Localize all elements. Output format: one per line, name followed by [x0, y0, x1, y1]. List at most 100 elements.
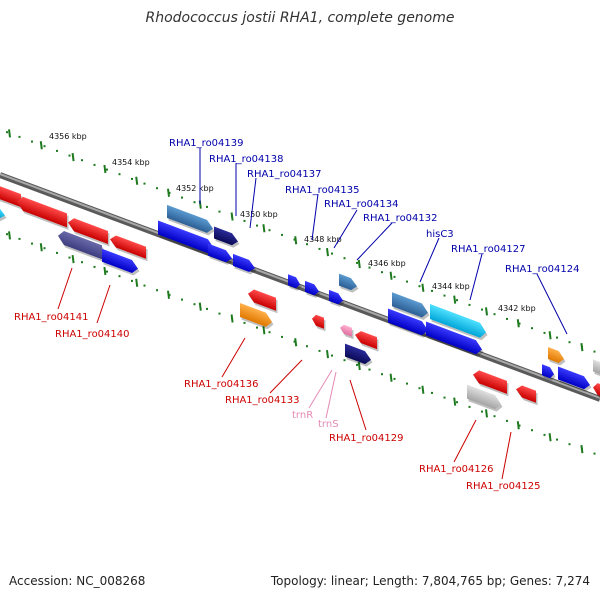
gene-label-forward: RHA1_ro04134 [324, 199, 399, 210]
tick-dot [368, 266, 371, 269]
tick-dot [481, 308, 483, 311]
gene-arrow [388, 308, 430, 338]
gene-arrow [0, 203, 7, 222]
tick-dot [81, 159, 83, 162]
tick-dot [406, 382, 408, 385]
gene-label-forward: RHA1_ro04139 [169, 138, 244, 149]
tick-dot [56, 149, 58, 152]
gene-arrow [58, 231, 104, 262]
gene-arrow [467, 384, 503, 412]
tick-mark [8, 231, 11, 240]
tick-row-upper [6, 129, 596, 353]
tick-mark [262, 326, 266, 335]
tick-dot [443, 396, 446, 399]
tick-mark [230, 212, 234, 221]
tick-mark [167, 188, 170, 197]
tick-dot [381, 271, 383, 274]
tick-dot [68, 154, 71, 157]
tick-dot [518, 424, 521, 427]
tick-dot [306, 243, 308, 246]
kbp-label: 4354 kbp [112, 158, 150, 167]
tick-dot [256, 224, 258, 227]
tick-mark [135, 278, 139, 287]
tick-dot [368, 368, 371, 371]
tick-dot [218, 210, 221, 213]
tick-dot [468, 405, 471, 408]
kbp-label: 4344 kbp [432, 282, 470, 291]
gene-arrow [288, 274, 302, 291]
tick-dot [531, 429, 533, 432]
tick-dot [343, 359, 346, 362]
gene-label-reverse: RHA1_ro04141 [14, 312, 89, 323]
gene-arrow [542, 364, 556, 381]
gene-label-reverse: RHA1_ro04126 [419, 464, 494, 475]
tick-dot [568, 443, 571, 446]
tick-dot [118, 275, 121, 278]
tick-dot [418, 285, 421, 288]
tick-mark [453, 295, 457, 304]
tick-mark [135, 176, 139, 185]
leader-lines [57, 148, 568, 480]
gene-arrow [248, 289, 278, 314]
gene-label-rna: trnR [292, 410, 313, 421]
gene-label-forward: RHA1_ro04127 [451, 244, 526, 255]
tick-mark [580, 444, 584, 454]
gene-label-forward: RHA1_ro04124 [505, 264, 580, 275]
gene-arrow [240, 303, 274, 330]
tick-mark [39, 141, 43, 150]
gene-arrow [208, 243, 234, 265]
tick-mark [262, 224, 266, 233]
gene-label-forward: RHA1_ro04132 [363, 213, 438, 224]
tick-dot [93, 265, 96, 268]
gene-label-forward: hisC3 [426, 229, 454, 240]
tick-dot [18, 237, 21, 240]
tick-mark [294, 236, 298, 245]
tick-mark [167, 290, 170, 299]
tick-dot [543, 331, 546, 334]
gene-arrow [339, 273, 359, 293]
gene-arrow [345, 343, 373, 367]
tick-dot [181, 196, 183, 199]
tick-dot [356, 363, 358, 366]
map-title: Rhodococcus jostii RHA1, complete genome [145, 10, 455, 26]
tick-mark [516, 421, 520, 430]
tick-dot [568, 341, 571, 344]
tick-mark [516, 319, 520, 328]
tick-mark [389, 373, 393, 382]
tick-dot [81, 261, 83, 264]
tick-dot [193, 201, 196, 204]
tick-dot [31, 140, 33, 143]
tick-dot [468, 303, 471, 306]
tick-mark [326, 247, 329, 257]
gene-arrow [430, 304, 488, 341]
gene-arrow [102, 248, 140, 276]
gene-arrow [392, 292, 430, 321]
tick-dot [406, 280, 408, 283]
tick-mark [230, 314, 234, 323]
tick-dot [381, 373, 383, 376]
tick-dot [206, 307, 208, 310]
tick-dot [318, 247, 321, 250]
tick-mark [39, 243, 43, 252]
gene-label-reverse: RHA1_ro04129 [329, 433, 404, 444]
gene-label-reverse: RHA1_ro04140 [55, 329, 130, 340]
tick-dot [156, 289, 158, 292]
gene-arrow [233, 253, 257, 275]
gene-arrow [593, 383, 600, 402]
gene-labels: RHA1_ro04139 RHA1_ro04138 RHA1_ro04137 R… [14, 138, 580, 492]
gene-label-forward: RHA1_ro04135 [285, 185, 360, 196]
gene-label-reverse: RHA1_ro04125 [466, 481, 541, 492]
tick-dot [593, 350, 596, 353]
tick-mark [357, 361, 361, 371]
kbp-label: 4346 kbp [368, 259, 406, 268]
gene-arrow [426, 321, 484, 357]
tick-mark [198, 302, 202, 311]
kbp-label: 4342 kbp [498, 304, 536, 313]
tick-mark [485, 409, 488, 418]
tick-mark [548, 331, 552, 340]
tick-dot [443, 294, 446, 297]
tick-dot [106, 168, 108, 171]
tick-dot [268, 229, 271, 232]
gene-arrow [0, 185, 23, 210]
tick-dot [493, 313, 496, 316]
